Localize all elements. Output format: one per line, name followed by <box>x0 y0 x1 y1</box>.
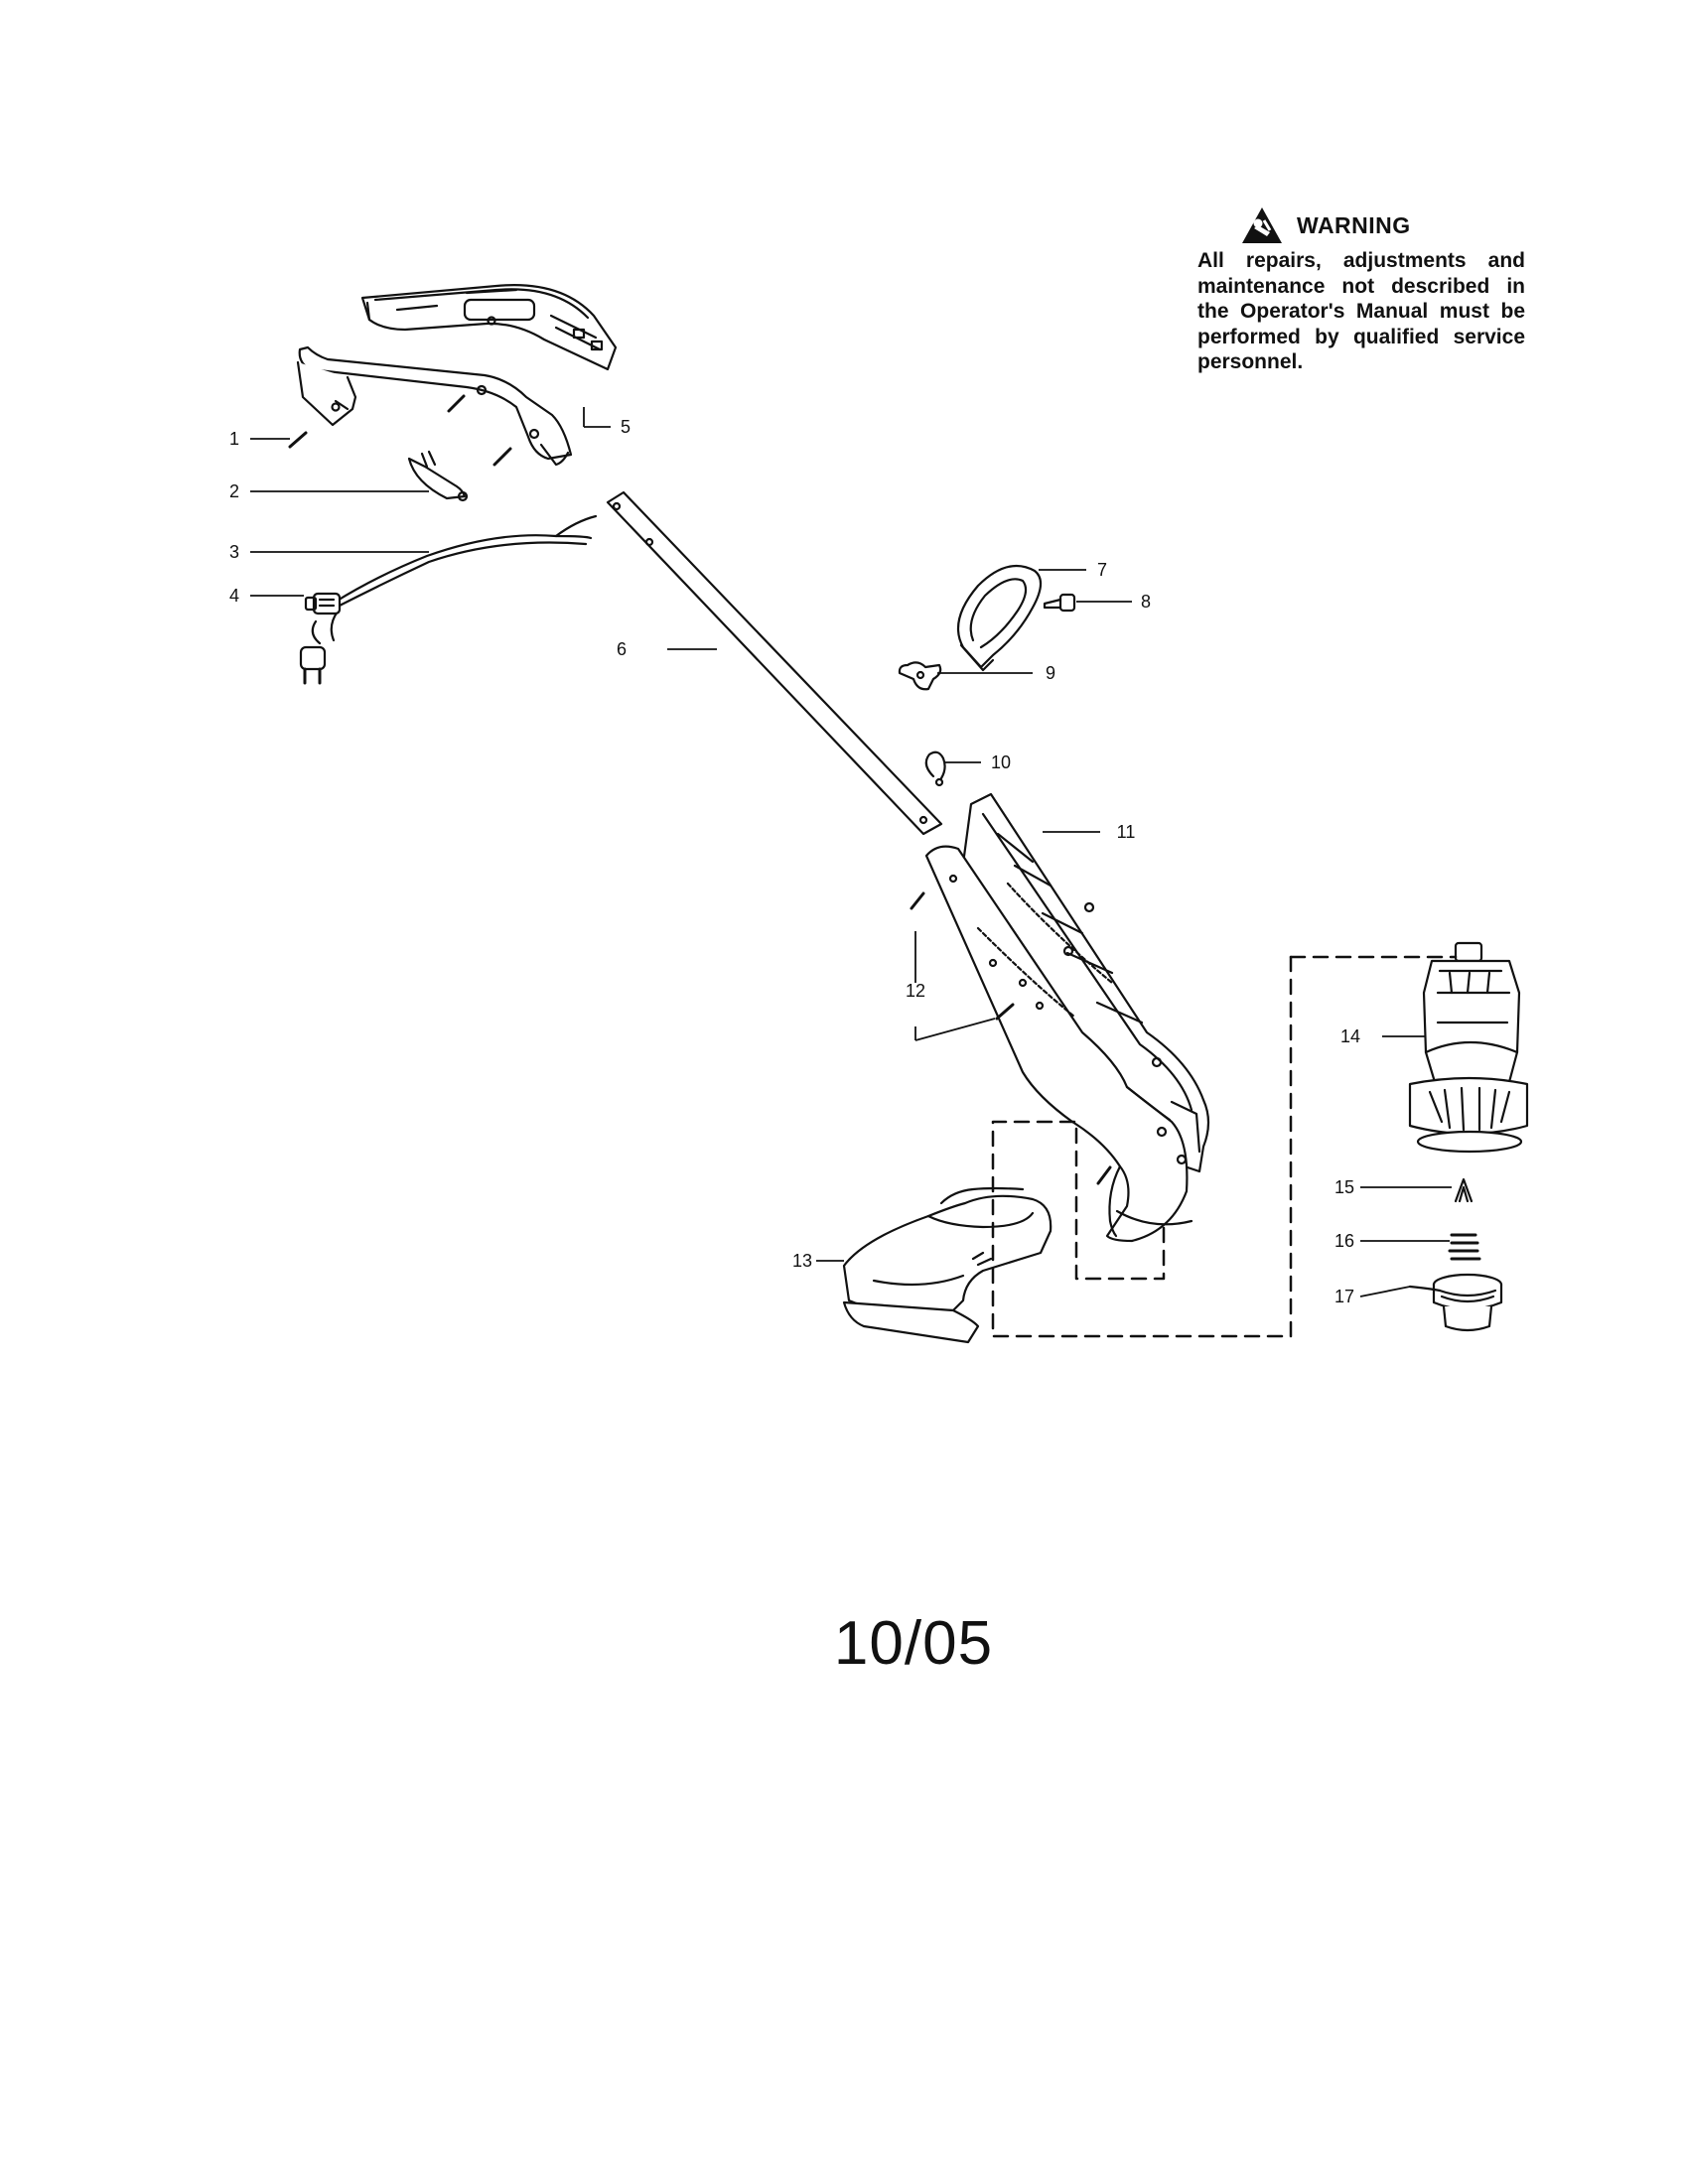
warning-title: WARNING <box>1297 211 1411 238</box>
assembly-dashed-lines <box>991 955 1458 1338</box>
callout-labels: 1 2 3 4 5 6 7 8 9 10 11 12 13 14 15 16 1… <box>229 417 1360 1306</box>
warning-text: All repairs, adjustments and maintenance… <box>1197 249 1525 373</box>
part-11-motor-housing-right <box>961 792 1210 1173</box>
part-15-drive-pin <box>1454 1177 1474 1203</box>
part-13-guard <box>842 1186 1052 1344</box>
warning-triangle-icon <box>1242 207 1282 243</box>
callout-15: 15 <box>1334 1177 1354 1197</box>
part-5-handle-housing <box>296 284 618 467</box>
warning-notice: WARNING All repairs, adjustments and mai… <box>1197 205 1525 375</box>
part-10-clip <box>924 751 946 787</box>
callout-2: 2 <box>229 481 239 501</box>
part-4-plug <box>299 592 342 685</box>
part-1-screw <box>288 431 308 449</box>
part-12-screws <box>910 891 1112 1185</box>
callout-12: 12 <box>906 981 925 1001</box>
part-16-spring <box>1448 1233 1481 1261</box>
callout-9: 9 <box>1046 663 1055 683</box>
part-14-motor <box>1408 941 1529 1154</box>
part-6-shaft-tube <box>606 490 943 836</box>
callout-8: 8 <box>1141 592 1151 612</box>
part-17-spool <box>1408 1273 1503 1332</box>
callout-17: 17 <box>1334 1287 1354 1306</box>
callout-11: 11 <box>1117 822 1136 842</box>
part-2-switch-trigger <box>407 450 469 502</box>
callout-6: 6 <box>617 639 627 659</box>
callout-5: 5 <box>621 417 631 437</box>
callout-1: 1 <box>229 429 239 449</box>
callout-10: 10 <box>991 752 1011 772</box>
warning-header: WARNING <box>1197 205 1525 246</box>
date-code: 10/05 <box>833 1609 994 1678</box>
left-motor-housing <box>924 845 1193 1243</box>
callout-3: 3 <box>229 542 239 562</box>
part-7-assist-handle <box>956 564 1043 672</box>
callout-4: 4 <box>229 586 239 606</box>
handle-screws <box>447 394 512 467</box>
part-3-power-cord <box>330 514 598 642</box>
callout-13: 13 <box>792 1251 812 1271</box>
part-9-wing-nut <box>898 661 942 691</box>
leader-lines <box>250 407 1452 1297</box>
callout-16: 16 <box>1334 1231 1354 1251</box>
callout-14: 14 <box>1340 1026 1360 1046</box>
callout-7: 7 <box>1097 560 1107 580</box>
part-8-bolt <box>1043 593 1076 613</box>
